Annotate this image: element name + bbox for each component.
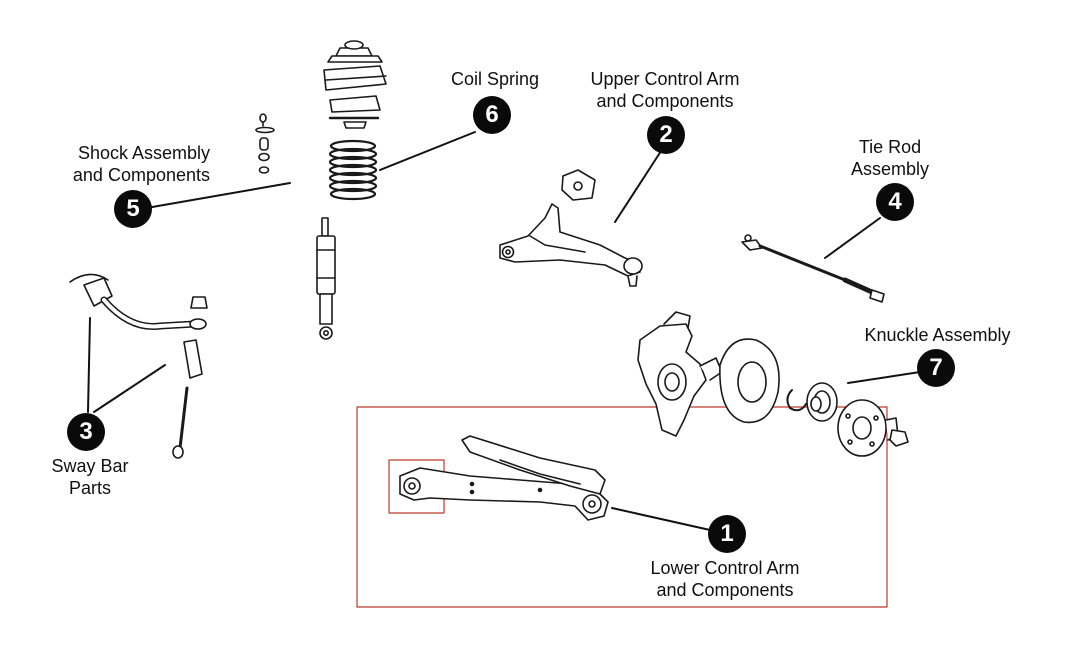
label-lower-control-arm-line2: and Components [656,580,794,600]
hub-icon [837,399,909,457]
snap-ring-icon [786,389,807,412]
label-coil-spring: Coil Spring [450,69,540,89]
coil-spring-icon [328,139,378,201]
label-knuckle-assembly: Knuckle Assembly [864,325,1011,345]
label-tie-rod: Tie Rod Assembly [830,136,950,180]
label-sway-bar: Sway Bar Parts [30,455,150,499]
lower-control-arm-highlight-box [356,406,888,608]
leader-lines [87,131,921,531]
tie-rod-icon [741,234,885,303]
dust-shield-icon [719,338,780,424]
knuckle-icon [637,311,723,437]
label-lower-control-arm: Lower Control Arm and Components [615,557,835,601]
label-shock-assembly: Shock Assembly and Components [10,142,210,186]
label-shock-assembly-line2: and Components [72,165,210,185]
callout-badge-6[interactable]: 6 [473,96,511,134]
callout-badge-4[interactable]: 4 [876,183,914,221]
label-sway-bar-line2: Parts [68,478,111,498]
shock-hardware-icon [255,113,275,174]
callout-badge-3[interactable]: 3 [67,413,105,451]
sway-bar-icon [69,273,208,459]
wheel-bearing-icon [806,382,838,422]
callout-badge-2[interactable]: 2 [647,116,685,154]
label-upper-control-arm: Upper Control Arm and Components [555,68,775,112]
label-upper-control-arm-line1: Upper Control Arm [590,69,740,89]
spring-mount-icon [323,40,387,129]
label-sway-bar-line1: Sway Bar [51,456,129,476]
upper-control-arm-icon [499,169,643,287]
callout-badge-5[interactable]: 5 [114,190,152,228]
label-lower-control-arm-line1: Lower Control Arm [650,558,800,578]
callout-badge-1[interactable]: 1 [708,515,746,553]
label-tie-rod-line2: Assembly [850,159,930,179]
shock-absorber-icon [316,217,336,340]
callout-badge-7[interactable]: 7 [917,349,955,387]
lower-control-arm-icon [399,435,609,521]
label-upper-control-arm-line2: and Components [596,91,734,111]
label-tie-rod-line1: Tie Rod [858,137,922,157]
label-shock-assembly-line1: Shock Assembly [77,143,210,163]
